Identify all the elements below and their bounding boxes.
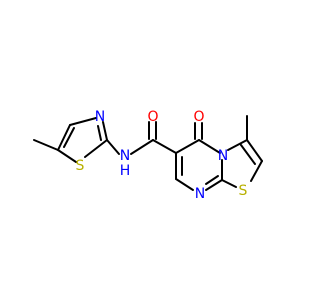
molecule-canvas: S N N H O O N N S	[33, 109, 263, 202]
chemical-structure-diagram: S N N H O O N N S	[33, 109, 263, 202]
bond-group-amide	[106, 121, 177, 155]
core-bond-n4-c3	[227, 139, 248, 151]
thiazole-bond-n3-c2	[102, 121, 108, 141]
methyl-bond-left	[33, 139, 59, 151]
thiazole-double-bond-n3-c2-inner	[97, 125, 102, 141]
atom-label-ring-n-top: N	[218, 148, 228, 164]
core-double-bond-n8-c8a	[205, 175, 219, 185]
atom-label-amide-n: N	[120, 148, 130, 164]
bond-carbonyl-ring	[152, 139, 177, 154]
bond-group-methylthiazole	[33, 117, 108, 163]
core-bond-c3-c2	[246, 139, 263, 162]
atom-label-amide-h: H	[120, 163, 131, 179]
thiazole-bond-s1-c5	[57, 149, 77, 163]
atom-label-amide-o: O	[147, 109, 158, 125]
atom-label-ring-o: O	[193, 109, 204, 125]
thiazole-double-bond-c5-c4-inner	[63, 127, 75, 148]
atom-labels: S N N H O O N N S	[76, 109, 248, 202]
core-bond-c7-n8	[175, 178, 194, 191]
thiazole-bond-c2-s1	[84, 139, 108, 158]
core-bond-c5-n4	[198, 139, 221, 154]
atom-label-ring-n-bottom: N	[195, 186, 205, 202]
bond-group-core	[175, 115, 263, 191]
thiazole-bond-c4-n3	[69, 117, 97, 126]
thiazole-bond-c5-c4	[57, 124, 71, 151]
core-bond-n8-c8a	[205, 179, 223, 191]
core-double-bond-c3-c2	[240, 144, 256, 165]
atom-label-thiazole-s: S	[76, 158, 85, 174]
atom-label-thiazole-n: N	[95, 109, 105, 125]
core-bond-s1-c8a	[221, 179, 237, 188]
core-bond-c6-c5	[175, 139, 200, 154]
bond-c2-nh	[106, 139, 120, 155]
bond-nh-carbonyl	[130, 139, 154, 155]
atom-label-ring-s: S	[239, 183, 248, 199]
core-bond-c2-s1	[250, 160, 263, 182]
